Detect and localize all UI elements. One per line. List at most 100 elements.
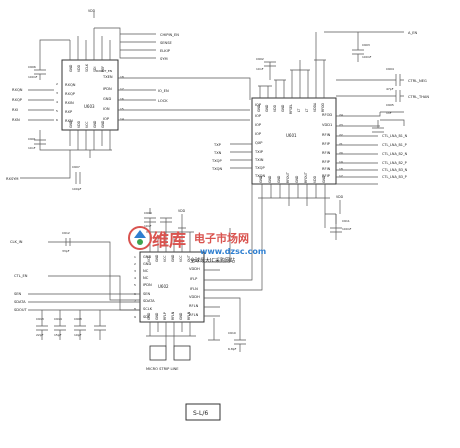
net-label-u602-left: CTL_EN xyxy=(14,274,28,278)
u601-right-num: 19 xyxy=(339,160,343,164)
u602-bottom-pin: RFLP xyxy=(163,312,167,320)
cap-ref: C601 xyxy=(28,137,36,141)
u603-left-num: 3 xyxy=(56,91,58,95)
cap-ref: C612 xyxy=(62,231,70,235)
u602-left-pin: NC xyxy=(143,269,149,273)
u603-bottom-pin: GND xyxy=(101,120,105,128)
u601-top-pin: LT xyxy=(297,109,301,112)
watermark: 维库 电子市场网 www.dzsc.com 全球最大IC采购网站 xyxy=(128,226,266,264)
u601-right-pin: RFIP xyxy=(322,142,331,146)
microstrip-line-1 xyxy=(149,345,167,361)
u601-top-pin: RFOD xyxy=(321,102,325,112)
net-label-u602-left: SDOUT xyxy=(14,308,28,312)
u603-chip: U603 RXQN RXQP RXIN RXP RXN 2 3 4 5 6 TX… xyxy=(56,28,124,158)
u603-top-pin: GND xyxy=(69,64,73,72)
cap-value: 33pF xyxy=(62,249,70,253)
cap-ref: C606 xyxy=(28,65,36,69)
cap-ref: C610 xyxy=(228,331,236,335)
u602-name: U602 xyxy=(158,284,169,289)
u601-top-pin: GND xyxy=(257,104,261,112)
u602-top-pin: VCC xyxy=(163,255,167,262)
cap-value: 100nF xyxy=(342,227,352,231)
u603-bottom-pin: VDD xyxy=(77,120,81,128)
u602-bottom-pin: RFLN xyxy=(171,311,175,320)
u602-right-pin: VDDH xyxy=(189,267,200,271)
cap-ref: C605 xyxy=(386,103,394,107)
u601-left-pin: QXP xyxy=(255,141,263,145)
u602-left-pin: NC xyxy=(143,276,149,280)
u601-bottom-pin: GND xyxy=(295,175,299,183)
u601-left-pin: IOP xyxy=(255,103,262,107)
u602-bottom-pin: GND xyxy=(155,312,159,320)
u603-left-num: 6 xyxy=(56,118,58,122)
watermark-slogan: 电子市场网 xyxy=(194,231,249,245)
u602-chip: U602 GND GND NC NC IPDN SEN SDATA SCLK S… xyxy=(134,214,205,346)
cap-value: 6.8pF xyxy=(228,347,237,351)
net-label-u603-left: RXI xyxy=(12,108,18,112)
u602-right-pin: VDD xyxy=(191,259,199,263)
u603-left-pin: RXN xyxy=(65,119,73,123)
net-label-between: TXQP xyxy=(211,159,222,163)
u602-right-pin: VDDH xyxy=(189,295,200,299)
net-label-top: SENSE xyxy=(160,41,173,45)
u601-left-pin: TXQN xyxy=(254,174,265,178)
u601-bottom-pin: RFOUT xyxy=(304,172,308,183)
u601-right-num: 23 xyxy=(339,123,343,127)
microstrip-line-2 xyxy=(173,345,191,361)
cap-ref: C611 xyxy=(342,219,350,223)
u603-left-pin: RXQN xyxy=(65,83,76,87)
net-label-output: CTL_LNA_B1_P xyxy=(382,143,407,147)
u602-left-pin: IPDN xyxy=(143,283,152,287)
cap-value: 100pF xyxy=(72,187,82,191)
u602-left-pin: SEN xyxy=(143,292,151,296)
net-label-output: CTL_LNA_B2_N xyxy=(382,152,408,156)
net-label-output: CTL_LNA_B2_P xyxy=(382,161,407,165)
wiring xyxy=(20,12,405,361)
u601-right-num: 21 xyxy=(339,142,343,146)
power-label: VDD xyxy=(178,209,186,213)
u601-right-num: 17 xyxy=(339,174,343,178)
u603-left-pin: RXP xyxy=(65,110,73,114)
u601-right-pin: RFOD xyxy=(322,113,332,117)
u602-top-pin: GND xyxy=(171,254,175,262)
u602-top-pin: VCC xyxy=(147,255,151,262)
u601-name: U601 xyxy=(286,133,297,138)
net-label-rxout-en: RXOUT_EN xyxy=(96,69,112,73)
u601-right-pin: RFIN xyxy=(322,151,331,155)
u603-right-num: 15 xyxy=(120,107,124,111)
u601-left-pin: IOP xyxy=(255,132,262,136)
watermark-url: www.dzsc.com xyxy=(200,247,266,256)
u601-right-num: 18 xyxy=(339,167,343,171)
net-label-u603-left: RXQN xyxy=(12,88,23,92)
u603-right-num: 18 xyxy=(120,75,124,79)
u603-top-pin: SDI xyxy=(93,67,97,72)
u602-bottom-pin: GND xyxy=(179,312,183,320)
u603-top-pin: SCLK xyxy=(85,63,89,72)
cap-value: 1nF xyxy=(386,111,392,115)
u603-right-pin: ION xyxy=(103,107,110,111)
cap-ref: C604 xyxy=(386,67,394,71)
u602-top-pin: OUT xyxy=(187,255,191,262)
u601-right-pin: RFIN xyxy=(322,133,331,137)
power-label: VDD xyxy=(336,195,344,199)
cap-ref: C607 xyxy=(72,165,80,169)
u603-bottom-pin: VCC xyxy=(85,121,89,128)
u602-left-num: 1 xyxy=(134,255,136,259)
u603-left-num: 4 xyxy=(56,100,58,104)
u602-bottom-pin: RFLN xyxy=(187,311,191,320)
u603-left-pin: RXIN xyxy=(65,101,74,105)
u601-bottom-pin: RFOUT xyxy=(286,172,290,183)
u602-right-pin: IFLN xyxy=(190,287,198,291)
u601-left-pin: IOP xyxy=(255,114,262,118)
u602-right-pin: RFLN xyxy=(189,304,199,308)
u603-right-pin: TXEN xyxy=(102,75,113,79)
u602-left-pin: SCLK xyxy=(143,307,153,311)
u601-right-num: 24 xyxy=(339,113,343,117)
u603-left-num: 5 xyxy=(56,109,58,113)
cap-value: 100nF xyxy=(28,75,38,79)
u601-top-pin: RFSEL xyxy=(289,104,293,114)
net-label-u602-left: CLK_IN xyxy=(10,240,23,244)
figure-caption: S-L/6 xyxy=(193,410,208,417)
u603-bottom-pin: GND xyxy=(69,120,73,128)
